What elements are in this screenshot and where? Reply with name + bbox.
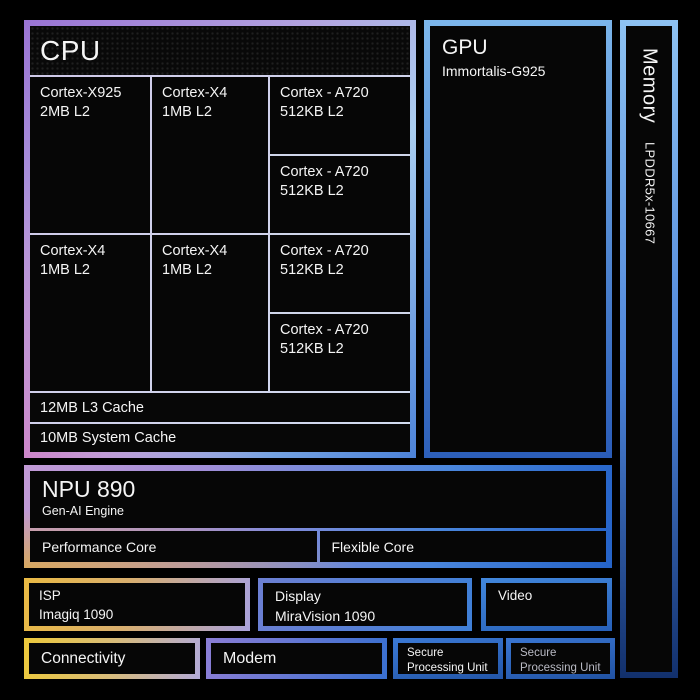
memory-subtitle: LPDDR5x-10667	[642, 141, 658, 244]
secure-processing-unit-2: Secure Processing Unit	[506, 638, 615, 679]
spu2-line1: Secure	[520, 647, 557, 659]
modem-label: Modem	[211, 643, 382, 674]
system-cache-bar: 10MB System Cache	[30, 424, 410, 452]
core-name: Cortex-X4	[162, 85, 228, 101]
isp-block: ISP Imagiq 1090	[24, 578, 250, 631]
core-name: Cortex-X925	[40, 85, 122, 101]
spu2-line2: Processing Unit	[520, 661, 601, 674]
cpu-core-a720-3: Cortex - A720 512KB L2	[270, 235, 410, 312]
spu1-line2: Processing Unit	[407, 661, 488, 674]
cpu-grid: CPU Cortex-X925 2MB L2 Cortex-X4 1MB L2 …	[30, 26, 410, 452]
memory-vertical-text: Memory LPDDR5x-10667	[638, 48, 661, 672]
video-block: Video	[481, 578, 612, 631]
npu-flexible-core: Flexible Core	[319, 531, 606, 562]
display-title: Display	[275, 588, 321, 604]
memory-block: Memory LPDDR5x-10667	[620, 20, 678, 678]
cpu-core-x4-1: Cortex-X4 1MB L2	[152, 77, 268, 233]
isp-subtitle: Imagiq 1090	[39, 606, 114, 622]
core-name: Cortex - A720	[280, 243, 369, 259]
memory-title: Memory	[638, 48, 661, 124]
core-name: Cortex - A720	[280, 85, 369, 101]
gpu-subtitle: Immortalis-G925	[442, 63, 546, 79]
npu-block: NPU 890 Gen-AI Engine Performance Core F…	[24, 465, 612, 568]
core-name: Cortex-X4	[40, 243, 106, 259]
core-cache: 1MB L2	[162, 104, 212, 121]
cpu-core-x4-2: Cortex-X4 1MB L2	[30, 235, 150, 391]
core-cache: 1MB L2	[162, 262, 212, 279]
video-label: Video	[486, 583, 607, 626]
npu-title: NPU 890	[42, 476, 136, 502]
npu-subtitle: Gen-AI Engine	[42, 504, 124, 518]
core-cache: 512KB L2	[280, 262, 344, 279]
connectivity-label: Connectivity	[29, 643, 195, 674]
cpu-core-a720-2: Cortex - A720 512KB L2	[270, 156, 410, 233]
spu1-line1: Secure	[407, 647, 444, 659]
core-cache: 512KB L2	[280, 183, 344, 200]
connectivity-block: Connectivity	[24, 638, 200, 679]
cpu-block: CPU Cortex-X925 2MB L2 Cortex-X4 1MB L2 …	[24, 20, 416, 458]
secure-processing-unit-1: Secure Processing Unit	[393, 638, 503, 679]
cpu-core-a720-4: Cortex - A720 512KB L2	[270, 314, 410, 391]
core-name: Cortex - A720	[280, 164, 369, 180]
gpu-title: GPU	[442, 36, 488, 59]
cpu-title: CPU	[30, 26, 410, 75]
cpu-core-x4-3: Cortex-X4 1MB L2	[152, 235, 268, 391]
cpu-a720-column: Cortex - A720 512KB L2 Cortex - A720 512…	[270, 77, 410, 391]
core-cache: 512KB L2	[280, 104, 344, 121]
npu-performance-core: Performance Core	[30, 531, 317, 562]
core-name: Cortex-X4	[162, 243, 228, 259]
core-cache: 2MB L2	[40, 104, 90, 121]
cpu-core-x925: Cortex-X925 2MB L2	[30, 77, 150, 233]
l3-cache-bar: 12MB L3 Cache	[30, 393, 410, 422]
gpu-block: GPU Immortalis-G925	[424, 20, 612, 458]
isp-title: ISP	[39, 588, 61, 603]
npu-title-cell: NPU 890 Gen-AI Engine	[30, 471, 606, 528]
core-name: Cortex - A720	[280, 322, 369, 338]
cpu-core-a720-1: Cortex - A720 512KB L2	[270, 77, 410, 154]
core-cache: 1MB L2	[40, 262, 90, 279]
display-subtitle: MiraVision 1090	[275, 607, 376, 624]
modem-block: Modem	[206, 638, 387, 679]
core-cache: 512KB L2	[280, 341, 344, 358]
display-block: Display MiraVision 1090	[258, 578, 472, 631]
